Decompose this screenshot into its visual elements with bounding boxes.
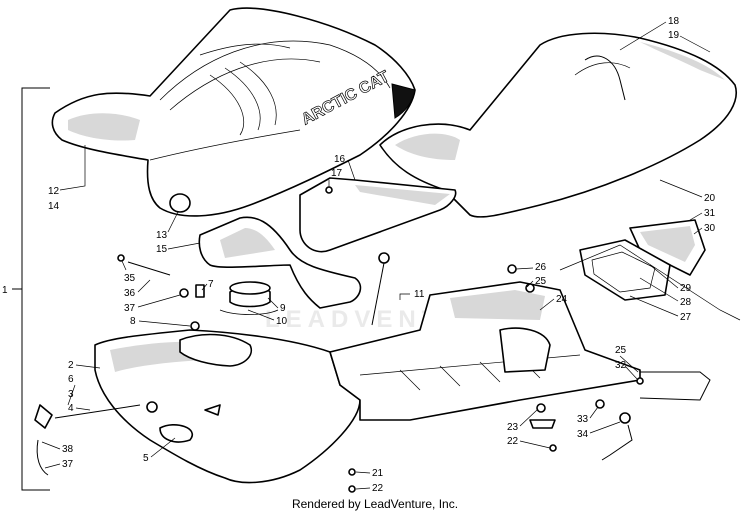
callout-39: 38 — [62, 444, 74, 455]
callout-31: 30 — [704, 223, 716, 234]
callout-8: 8 — [130, 316, 136, 327]
callout-1: 1 — [2, 285, 8, 296]
callout-2: 2 — [68, 360, 74, 371]
callout-36: 35 — [124, 273, 136, 284]
callout-12: 12 — [48, 186, 60, 197]
console-cover — [198, 177, 457, 309]
callout-5: 5 — [143, 453, 149, 464]
seat-front: ARCTIC CAT — [51, 7, 416, 217]
callout-37-lower: 37 — [62, 459, 74, 470]
callout-28: 27 — [680, 312, 692, 323]
callout-4: 4 — [68, 403, 74, 414]
callout-23: 22 — [507, 436, 519, 447]
callout-35: 34 — [577, 429, 589, 440]
callout-33: 32 — [615, 360, 627, 371]
callout-10: 10 — [276, 316, 288, 327]
render-credit: Rendered by LeadVenture, Inc. — [291, 497, 459, 511]
seat-rear — [379, 32, 737, 218]
callout-37-upper: 36 — [124, 288, 136, 299]
callout-16: 16 — [334, 154, 346, 165]
callout-21: 21 — [372, 468, 384, 479]
fuel-tank — [94, 281, 361, 484]
tunnel — [329, 281, 641, 421]
callout-labels: 1 2 6 3 4 5 38 37 35 36 37 8 7 9 10 11 1… — [2, 16, 716, 494]
callout-20: 20 — [704, 193, 716, 204]
tail-light — [559, 219, 741, 321]
callout-3: 3 — [68, 389, 74, 400]
callout-34: 33 — [577, 414, 589, 425]
callout-9: 9 — [280, 303, 286, 314]
callout-19: 19 — [668, 30, 680, 41]
callout-7: 7 — [208, 279, 214, 290]
callout-25-right: 25 — [615, 345, 627, 356]
callout-22: 22 — [372, 483, 384, 494]
callout-25-center: 24 — [556, 294, 568, 305]
callout-14: 14 — [48, 201, 60, 212]
callout-13: 13 — [156, 230, 168, 241]
callout-29: 28 — [680, 297, 692, 308]
callout-32: 31 — [704, 208, 716, 219]
callout-17: 17 — [331, 168, 343, 179]
callout-26: 25 — [535, 276, 547, 287]
callout-30: 29 — [680, 283, 692, 294]
callout-18: 18 — [668, 16, 680, 27]
callout-15: 15 — [156, 244, 168, 255]
callout-6: 6 — [68, 374, 74, 385]
callout-27: 26 — [535, 262, 547, 273]
callout-24: 23 — [507, 422, 519, 433]
assembly-bracket — [12, 87, 50, 491]
callout-38-upper: 37 — [124, 303, 136, 314]
callout-11: 11 — [414, 289, 425, 300]
